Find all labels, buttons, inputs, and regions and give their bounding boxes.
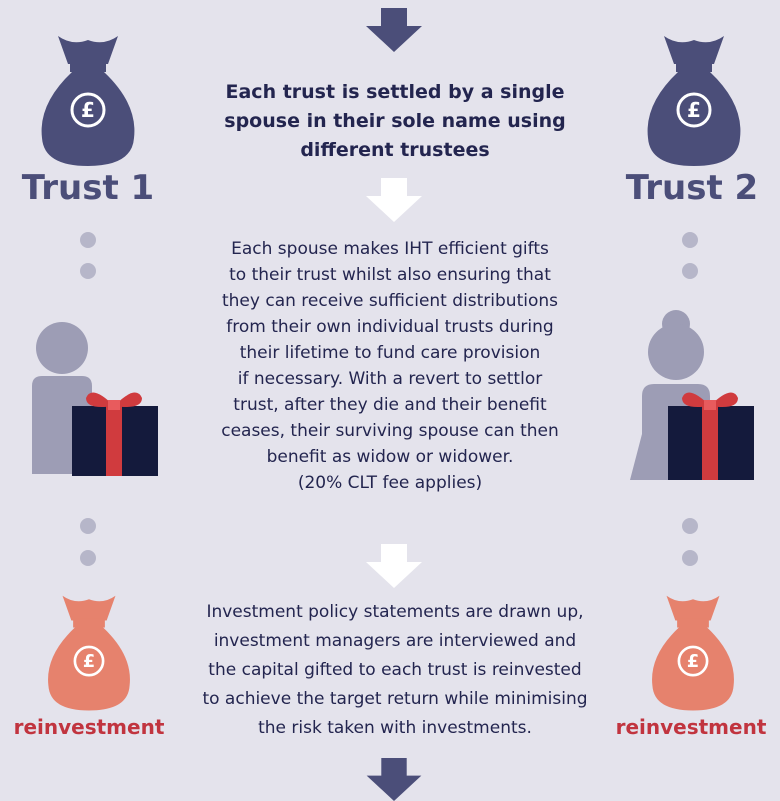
bag-currency: £ xyxy=(81,98,95,122)
trust-1-label: Trust 1 xyxy=(21,168,155,208)
coral-money-bag-icon: £ xyxy=(48,595,130,711)
step-3-text: Investment policy statements are drawn u… xyxy=(165,598,625,743)
bag-currency: £ xyxy=(687,98,701,122)
step-3-line: to achieve the target return while minim… xyxy=(202,689,588,709)
connector-dot xyxy=(682,550,698,566)
step-3-line: Investment policy statements are drawn u… xyxy=(206,602,584,622)
step-2-line: (20% CLT fee applies) xyxy=(297,473,483,493)
connector-dot xyxy=(682,518,698,534)
step-2-line: Each spouse makes IHT efficient gifts xyxy=(231,239,549,259)
reinvestment-label: reinvestment xyxy=(13,715,165,739)
reinvestment-label: reinvestment xyxy=(615,715,767,739)
top-down-arrow-icon xyxy=(366,8,422,52)
connector-dot xyxy=(682,232,698,248)
step-1-line: spouse in their sole name using xyxy=(224,110,566,132)
step-2-line: their lifetime to fund care provision xyxy=(239,343,541,363)
down-arrow-icon xyxy=(366,544,422,588)
step-2-line: from their own individual trusts during xyxy=(226,317,554,337)
connector-dot xyxy=(80,263,96,279)
step-2-line: they can receive sufficient distribution… xyxy=(221,291,558,311)
step-3-line: the risk taken with investments. xyxy=(258,718,532,738)
connector-dot xyxy=(80,518,96,534)
coral-money-bag-icon: £ xyxy=(652,595,734,711)
trust-2-label: Trust 2 xyxy=(625,168,759,208)
money-bag-icon: £ xyxy=(41,36,135,166)
step-2-line: to their trust whilst also ensuring that xyxy=(229,265,551,285)
step-2-line: benefit as widow or widower. xyxy=(266,447,514,467)
step-2-text: Each spouse makes IHT efficient gifts to… xyxy=(180,236,600,496)
connector-dot xyxy=(80,232,96,248)
step-2-line: if necessary. With a revert to settlor xyxy=(237,369,543,389)
woman-with-gift-icon xyxy=(630,310,754,480)
bag-currency: £ xyxy=(83,652,95,672)
step-3-line: the capital gifted to each trust is rein… xyxy=(208,660,582,680)
man-with-gift-icon xyxy=(32,322,158,476)
bottom-down-arrow-icon xyxy=(366,758,422,801)
connector-dot xyxy=(682,263,698,279)
step-1-line: Each trust is settled by a single xyxy=(225,81,565,103)
down-arrow-icon xyxy=(366,178,422,222)
step-1-line: different trustees xyxy=(300,139,490,161)
step-2-line: ceases, their surviving spouse can then xyxy=(221,421,559,441)
bag-currency: £ xyxy=(687,652,699,672)
step-2-line: trust, after they die and their benefit xyxy=(233,395,547,415)
step-1-text: Each trust is settled by a single spouse… xyxy=(170,78,620,165)
step-3-line: investment managers are interviewed and xyxy=(213,631,577,651)
money-bag-icon: £ xyxy=(647,36,741,166)
connector-dot xyxy=(80,550,96,566)
